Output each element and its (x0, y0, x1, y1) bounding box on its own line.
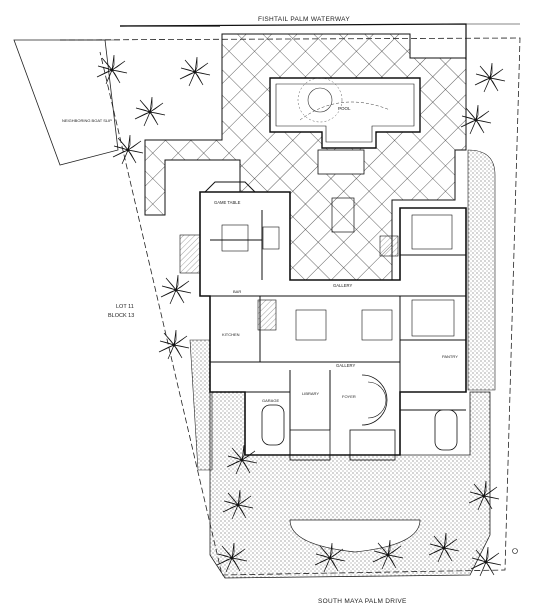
pool (269, 77, 421, 175)
gallery-upper-label: GALLERY (333, 283, 352, 288)
top-street-label: FISHTAIL PALM WATERWAY (258, 16, 350, 23)
garage-label: GARAGE (262, 398, 279, 403)
lot-label-line1: LOT 11 (116, 304, 134, 310)
bar-label: BAR (233, 289, 241, 294)
library-label: LIBRARY (302, 391, 319, 396)
game-table-label: GAME TABLE (214, 200, 241, 205)
room-labels: NEIGHBORING BOAT SLIP POOL GAME TABLE GA… (62, 106, 458, 403)
house (179, 181, 467, 461)
kitchen-label: KITCHEN (222, 332, 240, 337)
lot-label-line2: BLOCK 13 (108, 313, 134, 319)
survey-markers (60, 23, 520, 554)
foyer-label: FOYER (342, 394, 356, 399)
neighboring-boat-slip-label: NEIGHBORING BOAT SLIP (62, 118, 112, 123)
pool-label: POOL (338, 106, 351, 111)
pantry-label: PANTRY (442, 354, 458, 359)
bottom-street-label: SOUTH MAYA PALM DRIVE (318, 598, 407, 605)
gallery-lower-label: GALLERY (336, 363, 355, 368)
driveway (189, 149, 496, 579)
